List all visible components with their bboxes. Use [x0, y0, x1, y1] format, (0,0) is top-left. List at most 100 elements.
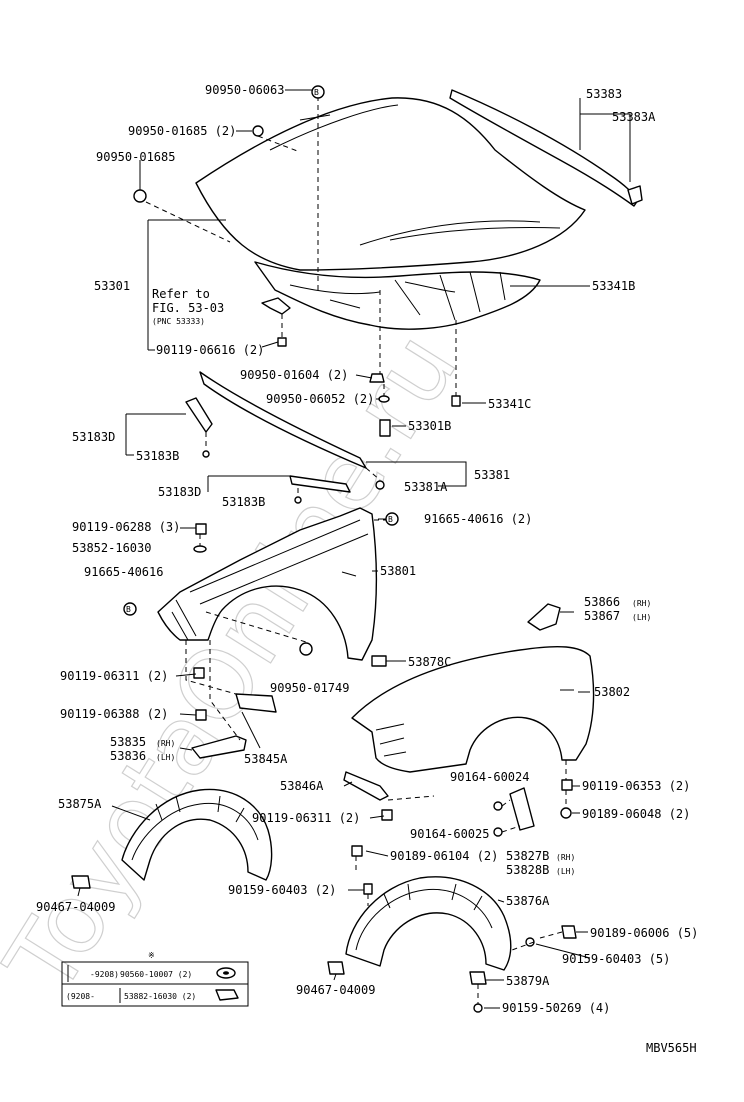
- label-53835-rh: (RH): [156, 739, 175, 748]
- clip-90467-04009-a: [71, 875, 91, 889]
- seal-retainer-53183d-lower: [289, 475, 351, 493]
- front-fender-53801: [157, 507, 378, 661]
- label-refer-to: Refer to: [152, 287, 210, 301]
- fender-brace-53835: [191, 735, 247, 759]
- label-fig-53-03: FIG. 53-03: [152, 301, 224, 315]
- fender-bracket-53846a: [343, 771, 389, 801]
- label-90189-06006: 90189-06006 (5): [590, 926, 698, 940]
- footnote-row1-range: -9208): [90, 970, 119, 979]
- footnote-row2-part: 53882-16030 (2): [124, 992, 196, 1001]
- label-53866: 53866: [584, 595, 620, 609]
- nut-90189-06006: [561, 925, 577, 939]
- seal-clip-53381a: [375, 480, 385, 490]
- label-53867: 53867: [584, 609, 620, 623]
- label-53827b: 53827B: [506, 849, 549, 863]
- label-90119-06311-b: 90119-06311 (2): [252, 811, 360, 825]
- label-53183b-upper: 53183B: [136, 449, 179, 463]
- label-53846a: 53846A: [280, 779, 324, 793]
- label-53879a: 53879A: [506, 974, 550, 988]
- label-53383a: 53383A: [612, 110, 656, 124]
- label-53341b: 53341B: [592, 279, 635, 293]
- label-90159-50269: 90159-50269 (4): [502, 1001, 610, 1015]
- fender-liner-53876a: [345, 876, 512, 971]
- label-90164-60024: 90164-60024: [450, 770, 529, 784]
- label-53827b-rh: (RH): [556, 853, 575, 862]
- leader-lines: [77, 89, 631, 1009]
- label-53383: 53383: [586, 87, 622, 101]
- label-53301: 53301: [94, 279, 130, 293]
- ref-marker-b-1: B: [311, 85, 325, 99]
- part-labels: 90950-06063 90950-01685 (2) 90950-01685 …: [36, 83, 698, 1015]
- label-90950-01604: 90950-01604 (2): [240, 368, 348, 382]
- footnote-table: ※ -9208) 90560-10007 (2) (9208- 53882-16…: [61, 951, 249, 1007]
- label-pnc-53333: (PNC 53333): [152, 317, 205, 326]
- label-90950-06063: 90950-06063: [205, 83, 284, 97]
- label-53836-lh: (LH): [156, 753, 175, 762]
- label-53876a: 53876A: [506, 894, 550, 908]
- label-91665-40616: 91665-40616: [84, 565, 163, 579]
- bumper-cushion-a: [252, 125, 264, 137]
- label-90950-06052: 90950-06052 (2): [266, 392, 374, 406]
- label-53183b-lower: 53183B: [222, 495, 265, 509]
- screw-90164-60025: [493, 827, 503, 837]
- clip-90467-04009-b: [327, 961, 345, 975]
- label-90950-01749: 90950-01749: [270, 681, 349, 695]
- hood-hinge-bracket: [261, 297, 291, 315]
- footnote-marker: ※: [148, 951, 155, 960]
- label-90467-04009-a: 90467-04009: [36, 900, 115, 914]
- label-53183d-upper: 53183D: [72, 430, 115, 444]
- label-53801: 53801: [380, 564, 416, 578]
- label-91665-40616-2: 91665-40616 (2): [424, 512, 532, 526]
- label-90189-06048: 90189-06048 (2): [582, 807, 690, 821]
- fender-bolt-90119-06311: [193, 667, 205, 679]
- label-90159-60403-2: 90159-60403 (2): [228, 883, 336, 897]
- hood-bolt-53341c: [451, 395, 461, 407]
- label-53828b: 53828B: [506, 863, 549, 877]
- nut-90189-06104: [351, 845, 363, 857]
- seal-clip-53183b-lower: [294, 496, 302, 504]
- fender-bracket-53866: [527, 603, 561, 631]
- label-53866-rh: (RH): [632, 599, 651, 608]
- label-90119-06311-a: 90119-06311 (2): [60, 669, 168, 683]
- seal-clip-53183b-upper: [202, 450, 210, 458]
- label-90189-06104: 90189-06104 (2): [390, 849, 498, 863]
- label-53301b: 53301B: [408, 419, 451, 433]
- label-53836: 53836: [110, 749, 146, 763]
- clip-53879a: [469, 971, 487, 985]
- drawing-code: MBV565H: [646, 1041, 697, 1055]
- label-90119-06388: 90119-06388 (2): [60, 707, 168, 721]
- label-53341c: 53341C: [488, 397, 531, 411]
- hood-stay: [379, 419, 391, 437]
- fender-cushion-90950-01749: [299, 642, 313, 656]
- mudguard-53827b: [509, 787, 535, 831]
- hood-seal-clip: [627, 185, 643, 205]
- label-90467-04009-b: 90467-04009: [296, 983, 375, 997]
- fender-bolt-90119-06388: [195, 709, 207, 721]
- svg-text:B: B: [388, 515, 393, 524]
- screw-90159-50269: [473, 1003, 483, 1013]
- label-53835: 53835: [110, 735, 146, 749]
- hood-inner-frame: [254, 261, 541, 330]
- footnote-row2-range: (9208-: [66, 992, 95, 1001]
- label-90119-06288: 90119-06288 (3): [72, 520, 180, 534]
- bolt-90119-06311-rh: [381, 809, 393, 821]
- bolt-90119-06353: [561, 779, 573, 791]
- hood-panel: [195, 97, 586, 271]
- hood-cushion-washer: [378, 395, 390, 403]
- fender-bolt-90119-06288: [195, 523, 207, 535]
- label-53802: 53802: [594, 685, 630, 699]
- hood-seal-strip: [449, 89, 639, 207]
- label-90119-06616: 90119-06616 (2): [156, 343, 264, 357]
- hood-hinge-bolt: [277, 337, 287, 347]
- label-53183d-lower: 53183D: [158, 485, 201, 499]
- fender-liner-53875a: [121, 788, 273, 881]
- footnote-pad-icon: [215, 989, 239, 1001]
- label-53875a: 53875A: [58, 797, 102, 811]
- seal-retainer-53183d-upper: [185, 397, 213, 433]
- label-90164-60025: 90164-60025: [410, 827, 489, 841]
- label-53878c: 53878C: [408, 655, 451, 669]
- label-53845a: 53845A: [244, 752, 288, 766]
- svg-text:B: B: [126, 605, 131, 614]
- label-90159-60403-5: 90159-60403 (5): [562, 952, 670, 966]
- front-fender-53802: [351, 645, 595, 773]
